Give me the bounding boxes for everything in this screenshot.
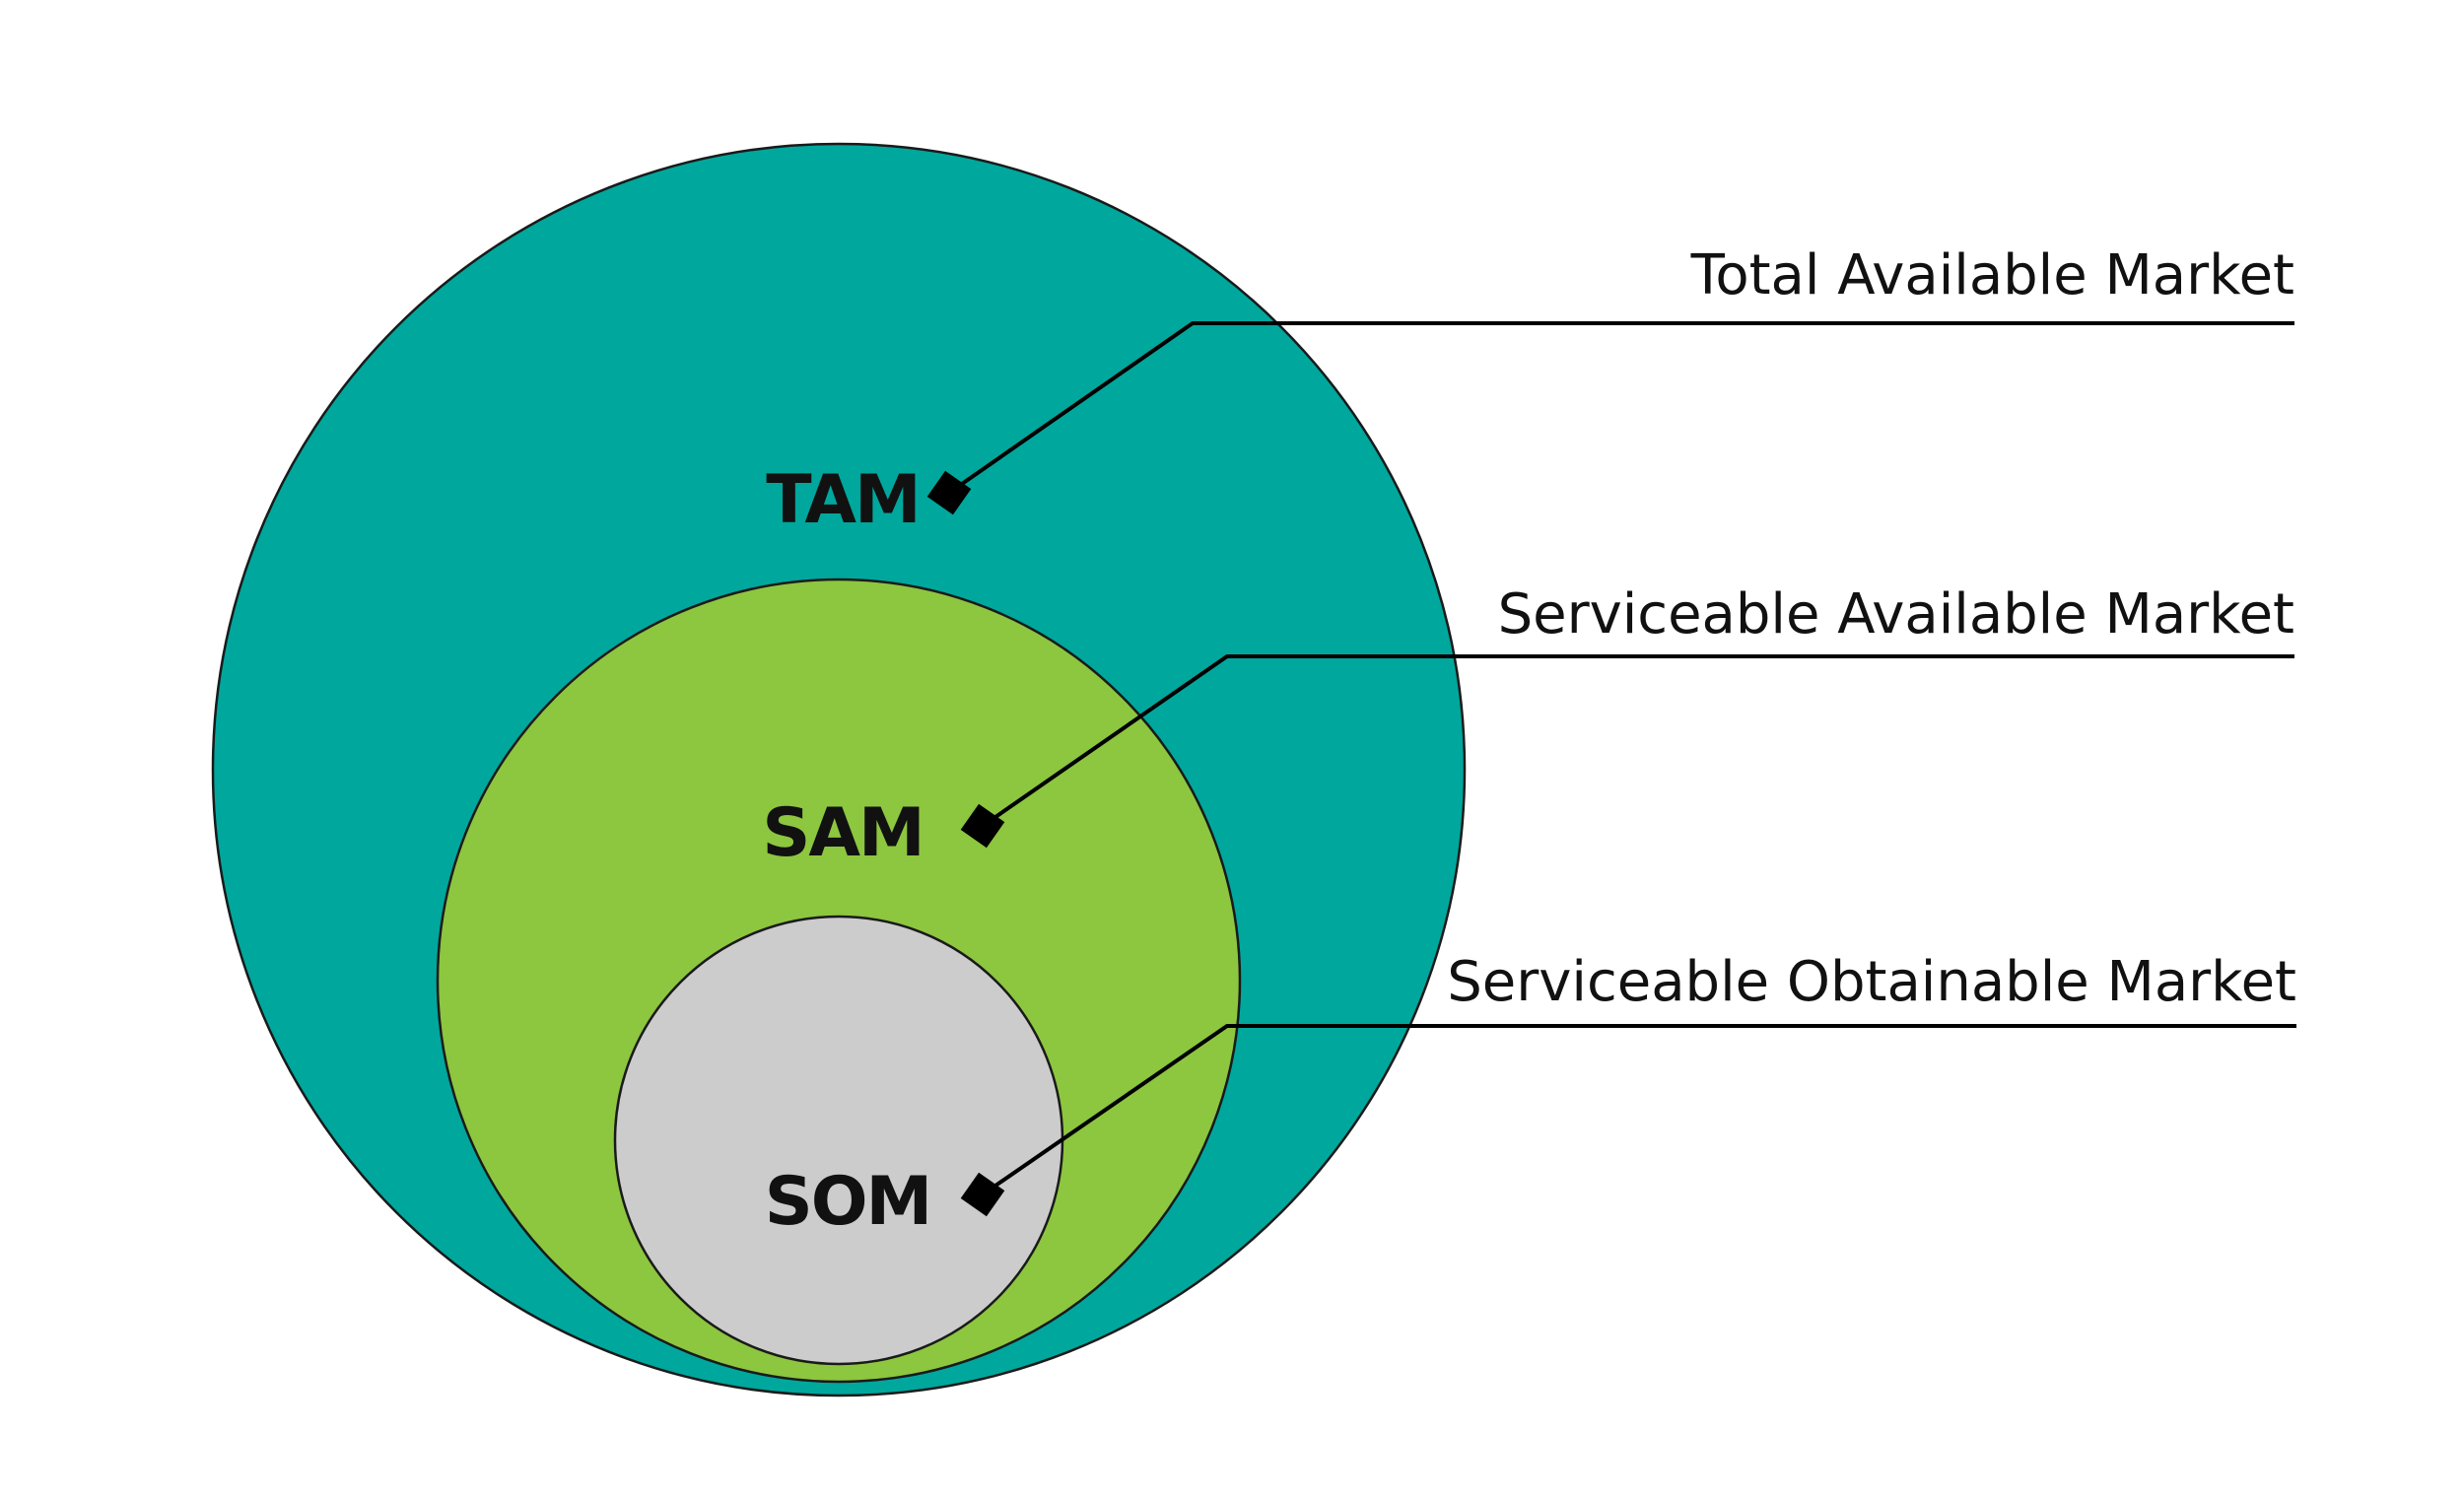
- tam-label: TAM: [766, 461, 919, 539]
- sam-label: SAM: [762, 794, 923, 872]
- som-description: Serviceable Obtainable Market: [1447, 950, 2296, 1014]
- sam-description: Serviceable Available Market: [1498, 582, 2294, 647]
- som-circle: [613, 915, 1064, 1366]
- sam-marker: [960, 803, 1005, 849]
- tam-description: Total Available Market: [1690, 243, 2294, 307]
- sam-leader-line: [981, 654, 2294, 828]
- som-leader-line: [981, 1024, 2296, 1196]
- tam-marker: [926, 470, 972, 515]
- tam-leader-line: [947, 321, 2294, 495]
- som-marker: [960, 1172, 1005, 1217]
- som-label: SOM: [765, 1163, 930, 1241]
